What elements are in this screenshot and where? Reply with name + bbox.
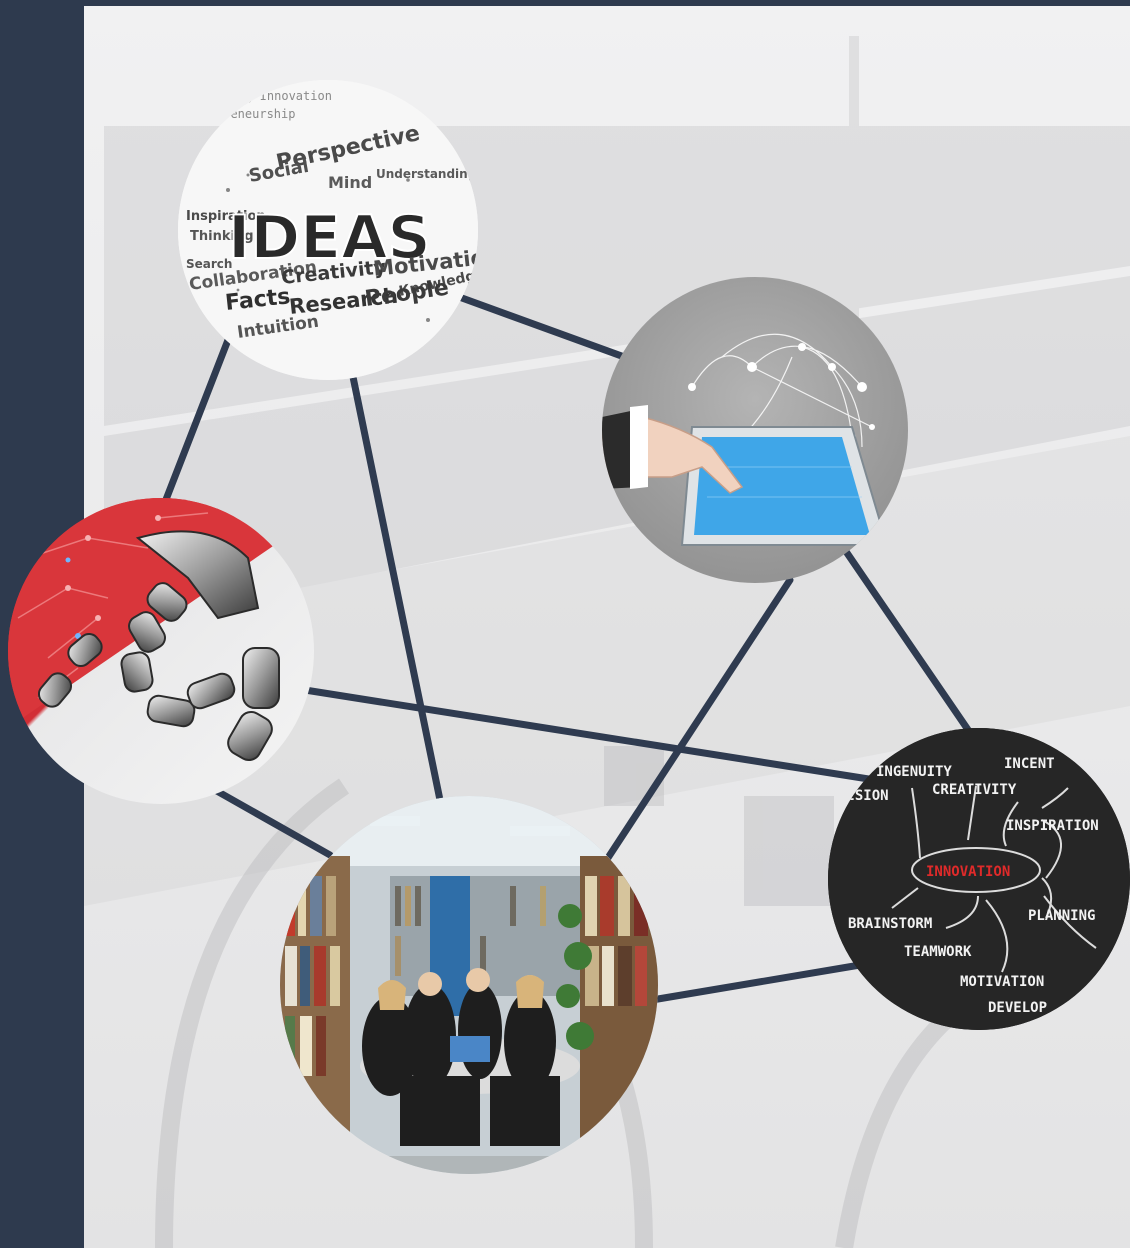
link-library-innov [648, 961, 864, 1004]
word-motivation: MOTIVATION [960, 974, 1044, 990]
ideas-main-word: IDEAS [228, 203, 431, 273]
link-tablet-library [596, 576, 794, 874]
tablet-network-image [602, 277, 908, 583]
link-ideas-library [348, 368, 444, 804]
link-robot-innov [301, 686, 879, 784]
word-develop: DEVELOP [988, 1000, 1047, 1016]
word-brainstorm: BRAINSTORM [848, 916, 932, 932]
word-inspiration: INSPIRATION [1006, 818, 1099, 834]
cloud-word-mind: Mind [328, 173, 372, 192]
cloud-word-thinking: Thinking [190, 229, 254, 244]
word-incent: INCENT [1004, 756, 1055, 772]
link-robot-library [211, 786, 334, 859]
innovation-center-word: INNOVATION [926, 864, 1010, 880]
word-ingenuity: INGENUITY [876, 764, 952, 780]
word-teamwork: TEAMWORK [904, 944, 972, 960]
link-tablet-innov [841, 546, 979, 744]
cloud-word-inspiration: Inspiration [186, 209, 266, 224]
word-planning: PLANNING [1028, 908, 1095, 924]
top-frame [0, 0, 1130, 6]
cloud-word-search: Search [186, 257, 232, 271]
svg-text:preneurship: preneurship [216, 107, 295, 121]
library-students-image [280, 796, 658, 1174]
link-ideas-robot [156, 336, 232, 519]
ideas-wordcloud-image: ng Innovation preneurship Perspective So… [178, 80, 478, 380]
innovation-chalkboard-image: INGENUITY INCENT VISION CREATIVITY INSPI… [828, 728, 1130, 1030]
cloud-word-understanding: Understanding [376, 167, 476, 181]
robot-hand-image [8, 498, 314, 804]
word-creativity: CREATIVITY [932, 782, 1017, 798]
ideas-header-line-2: preneurship [216, 107, 295, 121]
